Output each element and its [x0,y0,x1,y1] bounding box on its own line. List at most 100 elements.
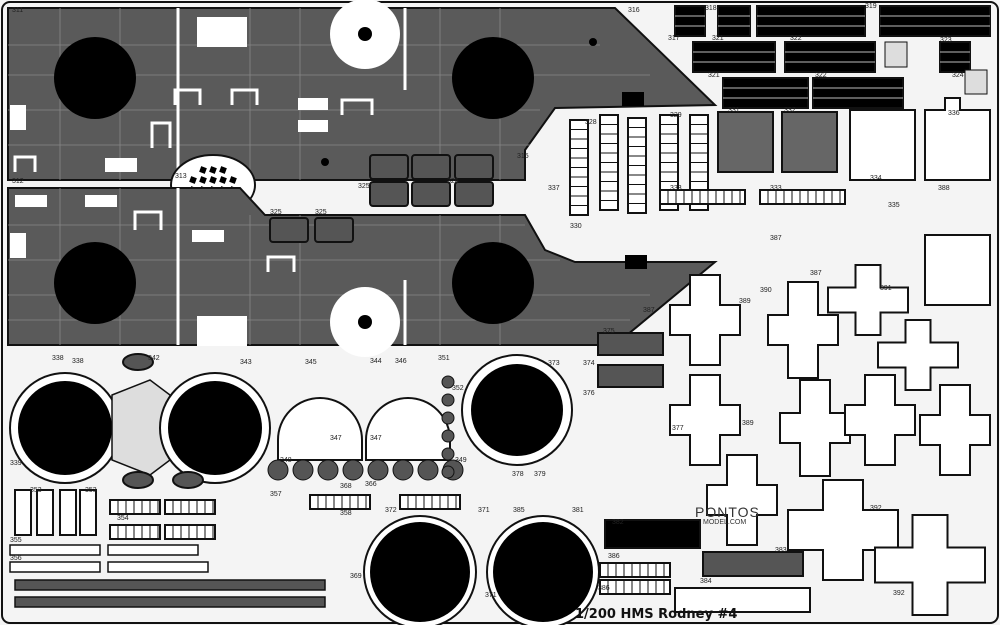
part-number-label: 325 [270,209,282,216]
grille-parts [269,154,494,243]
vent-slot [229,176,237,184]
strip-part [107,561,209,573]
grille-block [411,181,451,207]
disc-part [317,459,339,481]
ladder-part [14,489,32,536]
part-number-label: 317 [668,35,680,42]
ladder-strip-parts [9,114,846,608]
part-number-label: 381 [572,507,584,514]
part-number-label: 373 [548,360,560,367]
mesh-panel [884,41,908,68]
part-number-label: 336 [948,110,960,117]
cross-platform-parts [669,264,991,616]
part-number-label: 330 [570,223,582,230]
grille-panel [717,5,751,37]
cross-part [779,379,851,477]
part-number-label: 390 [760,287,772,294]
part-number-label: 333 [670,185,682,192]
part-number-label: 356 [10,555,22,562]
vent-slot [199,166,207,174]
disc-part [292,459,314,481]
part-number-label: 323 [940,37,952,44]
part-number-label: 347 [330,435,342,442]
disc-part [342,459,364,481]
disc-part [392,459,414,481]
grille-block [411,154,451,180]
ladder-part [399,494,461,510]
vent-slot [189,176,197,184]
vent-slot [199,176,207,184]
lower-deck-part [7,92,718,357]
cross-part [787,479,899,581]
grille-block [269,217,309,243]
part-number-label: 374 [583,360,595,367]
part-number-label: 371 [478,507,490,514]
ladder-part [164,524,216,540]
part-number-label: 383 [775,547,787,554]
disc-part [267,459,289,481]
grille-panel [722,77,809,109]
part-number-label: 388 [938,185,950,192]
part-number-label: 378 [512,471,524,478]
part-number-label: 322 [790,35,802,42]
part-number-label: 322 [815,72,827,79]
cross-part [874,514,986,616]
plate [849,109,916,181]
plate [924,97,991,181]
part-number-label: 321 [712,35,724,42]
hatch [781,111,838,173]
part-number-label: 357 [270,491,282,498]
grille-panel [784,41,876,73]
part-number-label: 377 [672,425,684,432]
part-number-label: 344 [370,358,382,365]
grille-panel [879,5,991,37]
part-number-label: 348 [280,457,292,464]
plate [702,551,804,577]
part-number-label: 375 [603,328,615,335]
grille-panel [692,41,776,73]
part-number-label: 315 [517,153,529,160]
brand-logo: PONTOS MODEL.COM [695,504,759,526]
part-number-label: 329 [670,112,682,119]
disc-part [441,411,455,425]
grille-panel-parts [597,5,991,613]
part-number-label: 352 [452,385,464,392]
part-number-label: 389 [742,420,754,427]
upper-deck-part [7,0,718,181]
part-number-label: 371 [485,592,497,599]
grille-block [314,217,354,243]
part-number-label: 333 [770,185,782,192]
part-number-label: 339 [10,460,22,467]
mesh-panel [964,69,988,95]
part-number-label: 392 [870,505,882,512]
ladder-part [109,524,161,540]
cross-part [669,274,741,366]
part-number-label: 312 [12,178,24,185]
vent-slot [209,166,217,174]
part-number-label: 349 [455,457,467,464]
grille-block [369,154,409,180]
grille-panel [812,77,904,109]
cross-part [827,264,909,336]
ladder-part [36,489,54,536]
part-number-label: 345 [305,359,317,366]
part-number-label: 337 [548,185,560,192]
oval-part [122,471,154,489]
strip-part [14,596,326,608]
part-number-label: 332 [784,107,796,114]
part-number-label: 324 [952,72,964,79]
part-number-label: 319 [865,3,877,10]
strip-part [14,579,326,591]
hatch [717,111,774,173]
part-number-label: 351 [438,355,450,362]
disc-part [441,375,455,389]
part-number-label: 328 [585,119,597,126]
part-number-label: 386 [598,585,610,592]
ladder-part [59,489,77,536]
part-number-label: 358 [340,510,352,517]
oval-part [122,353,154,371]
part-number-label: 353 [30,487,42,494]
part-number-label: 392 [893,590,905,597]
